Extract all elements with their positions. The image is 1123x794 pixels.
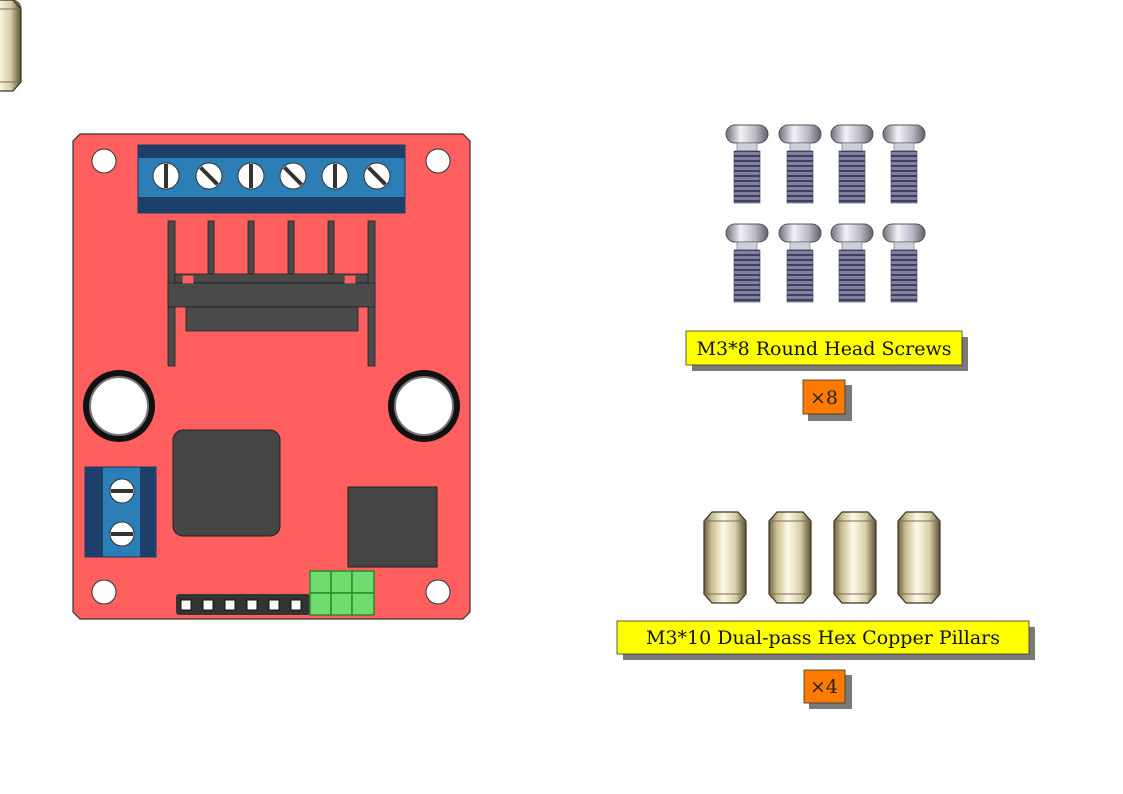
pillars-label: M3*10 Dual-pass Hex Copper Pillars <box>616 620 1035 660</box>
driver-chip <box>347 486 438 568</box>
hex-copper-pillar-icon <box>0 0 941 604</box>
mounting-hole-bottom-left <box>91 579 117 605</box>
six-pin-screw-terminal <box>137 144 406 214</box>
two-pin-screw-terminal <box>84 466 157 558</box>
capacitor-right <box>388 370 460 442</box>
regulator-chip <box>172 429 281 537</box>
heatsink <box>167 220 376 367</box>
pillars-quantity-badge: ×4 <box>803 669 852 709</box>
jumper-block <box>309 570 375 616</box>
mounting-hole-top-right <box>425 148 451 174</box>
motor-driver-board <box>72 133 471 620</box>
terminal-screws <box>152 162 391 190</box>
screws-label-text: M3*8 Round Head Screws <box>697 338 952 360</box>
screws-label: M3*8 Round Head Screws <box>685 330 968 371</box>
pillars-quantity-text: ×4 <box>810 676 838 698</box>
header-pins <box>176 594 310 615</box>
capacitor-left <box>83 370 155 442</box>
mounting-hole-bottom-right <box>425 579 451 605</box>
pillars-label-text: M3*10 Dual-pass Hex Copper Pillars <box>646 627 1000 649</box>
screws-quantity-text: ×8 <box>810 387 838 409</box>
screws-quantity-badge: ×8 <box>802 379 852 421</box>
mounting-hole-top-left <box>91 148 117 174</box>
